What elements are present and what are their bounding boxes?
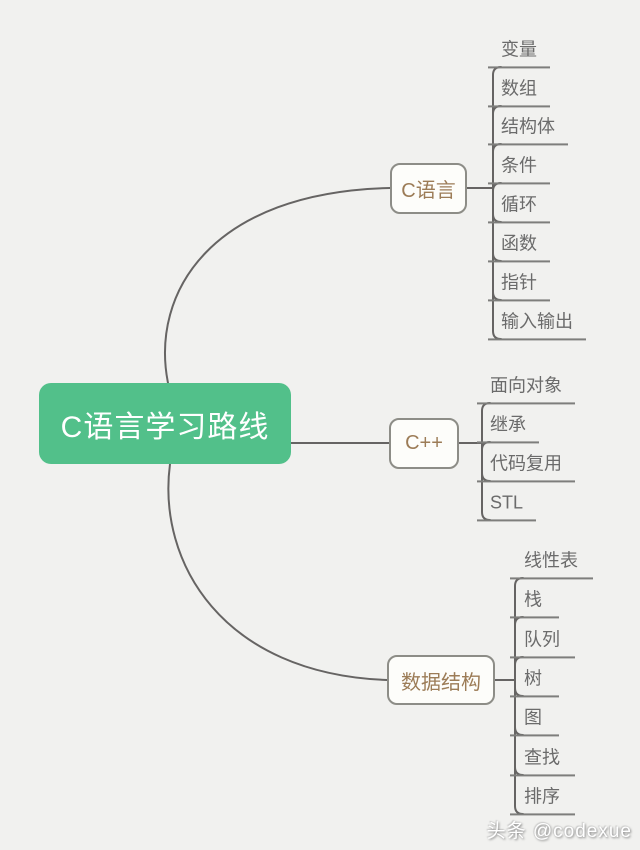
root-node-label: C语言学习路线 xyxy=(60,410,270,444)
connector-c-leaf4 xyxy=(492,182,502,192)
leaf-code-reuse: 代码复用 xyxy=(477,451,575,482)
leaf-sort: 排序 xyxy=(510,784,575,815)
leaf-variables: 变量 xyxy=(488,37,550,68)
leaf-loops: 循环 xyxy=(488,192,550,223)
connector-cpp-leaf2 xyxy=(481,441,491,451)
leaf-pointers: 指针 xyxy=(488,270,550,301)
connector-c-leaf3 xyxy=(492,143,502,153)
leaf-oop: 面向对象 xyxy=(477,373,575,404)
leaf-linear-list: 线性表 xyxy=(510,548,593,579)
leaf-stack: 栈 xyxy=(510,587,559,618)
branch-node-cpp-label: C++ xyxy=(405,432,443,454)
leaf-stl: STL xyxy=(477,490,537,521)
leaf-arrays: 数组 xyxy=(488,76,550,107)
leaf-conditions: 条件 xyxy=(488,153,550,184)
leaf-functions: 函数 xyxy=(488,231,550,262)
root-node: C语言学习路线 xyxy=(39,383,291,464)
leaf-queue: 队列 xyxy=(510,627,575,658)
connector-ds-leaf3 xyxy=(514,656,524,666)
leaf-search: 查找 xyxy=(510,745,575,776)
connector-root-to-c xyxy=(164,187,391,384)
branch-node-data-structures-label: 数据结构 xyxy=(401,671,481,694)
leaf-input-output: 输入输出 xyxy=(488,309,586,340)
watermark-text: 头条 @codexue xyxy=(486,821,632,842)
connector-c-leaf2 xyxy=(492,105,502,115)
connector-ds-leaf2 xyxy=(514,616,524,626)
leaf-inheritance: 继承 xyxy=(477,412,539,443)
branch-node-cpp: C++ xyxy=(389,418,459,469)
branch-node-c-language: C语言 xyxy=(390,163,467,214)
leaf-graph: 图 xyxy=(510,705,559,736)
branch-node-data-structures: 数据结构 xyxy=(387,655,495,705)
leaf-tree: 树 xyxy=(510,666,559,697)
branch-node-c-language-label: C语言 xyxy=(401,180,456,202)
connector-root-to-ds xyxy=(167,463,388,681)
leaf-structs: 结构体 xyxy=(488,114,568,145)
